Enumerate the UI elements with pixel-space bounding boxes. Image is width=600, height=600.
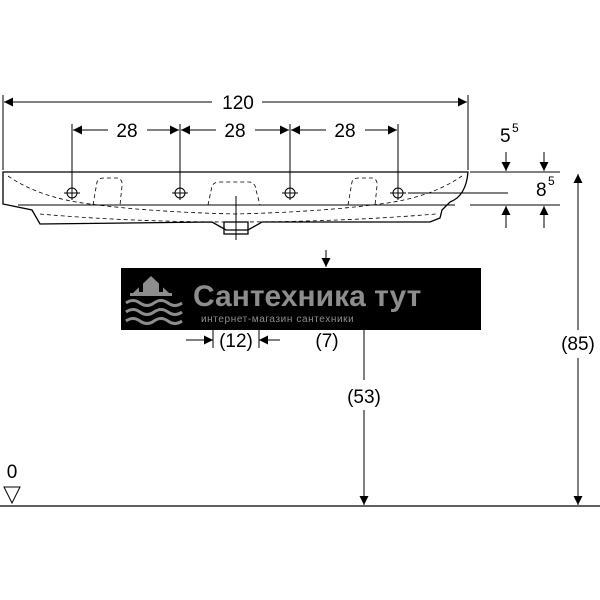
washbasin-outline bbox=[2, 171, 469, 240]
watermark-logo-icon bbox=[125, 276, 183, 325]
floor-line: 0 bbox=[0, 462, 600, 507]
drain-width-dimension: (12) (7) bbox=[186, 330, 339, 352]
tap-hole-2 bbox=[172, 186, 188, 200]
hole-spacing-1-label: 28 bbox=[116, 121, 137, 142]
drain-height-label: (53) bbox=[347, 387, 381, 408]
hole-spacing-3-label: 28 bbox=[334, 121, 355, 142]
floor-level-label: 0 bbox=[7, 462, 18, 483]
drain-width-label: (12) bbox=[219, 331, 253, 352]
basin-depth-dimension: 8 5 bbox=[408, 174, 560, 228]
total-height-label: (85) bbox=[561, 334, 595, 355]
tap-hole-3 bbox=[282, 186, 298, 200]
total-height-dimension: (85) bbox=[561, 174, 595, 505]
drain-offset-label: (7) bbox=[315, 331, 338, 352]
overall-width-label: 120 bbox=[222, 93, 254, 114]
watermark-title: Сантехника тут bbox=[193, 280, 421, 313]
basin-depth-sup: 5 bbox=[548, 174, 555, 188]
hole-spacing-dimensions: 28 28 28 bbox=[71, 121, 399, 186]
watermark-subtitle: интернет-магазин сантехники bbox=[201, 314, 354, 325]
rim-offset-label: 5 bbox=[500, 126, 511, 147]
basin-depth-label: 8 bbox=[536, 180, 547, 201]
watermark-background bbox=[121, 268, 481, 330]
watermark-banner: Сантехника тут интернет-магазин сантехни… bbox=[121, 268, 481, 330]
tap-holes bbox=[64, 186, 406, 200]
tap-hole-1 bbox=[64, 186, 80, 200]
rim-offset-dimension: 5 5 bbox=[470, 121, 560, 173]
rim-offset-sup: 5 bbox=[512, 121, 519, 135]
overall-width-dimension: 120 bbox=[2, 93, 469, 170]
drain-height-dimension: (53) bbox=[321, 250, 381, 505]
hole-spacing-2-label: 28 bbox=[224, 121, 245, 142]
tap-hole-4 bbox=[390, 186, 406, 200]
